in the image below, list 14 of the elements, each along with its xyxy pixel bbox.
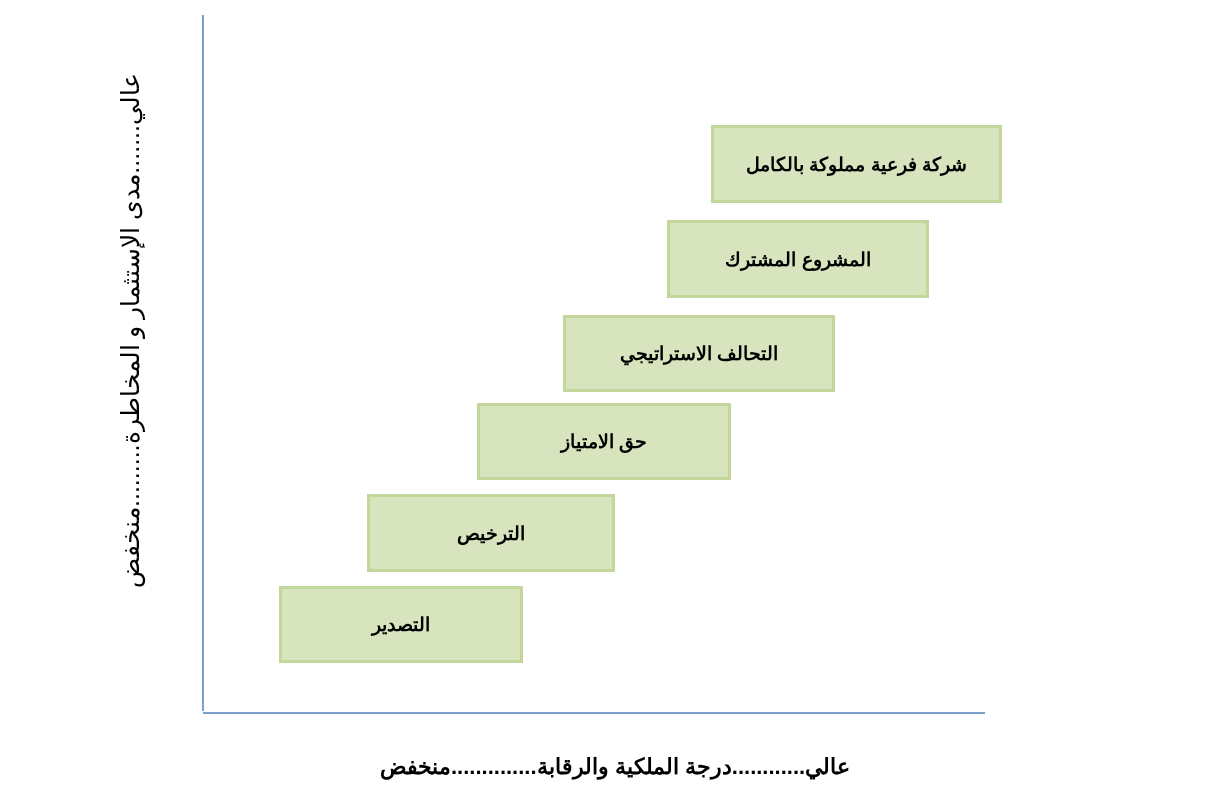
step-label: حق الامتياز <box>560 430 648 453</box>
step-label: التحالف الاستراتيجي <box>619 342 779 365</box>
step-box <box>563 315 835 392</box>
step-box <box>667 220 929 298</box>
step-label: التصدير <box>372 613 430 636</box>
y-axis-label: عالي.......مدى الإستثمار و المخاطرة.........منخفض <box>115 72 145 588</box>
x-axis-label: عالي............درجة الملكية والرقابة..............منخفض <box>380 754 851 780</box>
step-label: شركة فرعية مملوكة بالكامل <box>746 152 967 176</box>
step-label: المشروع المشترك <box>725 247 871 271</box>
step-box <box>477 403 731 480</box>
step-box <box>711 125 1002 203</box>
step-label: الترخيص <box>457 521 525 545</box>
step-box <box>367 494 615 572</box>
step-box <box>279 586 523 663</box>
